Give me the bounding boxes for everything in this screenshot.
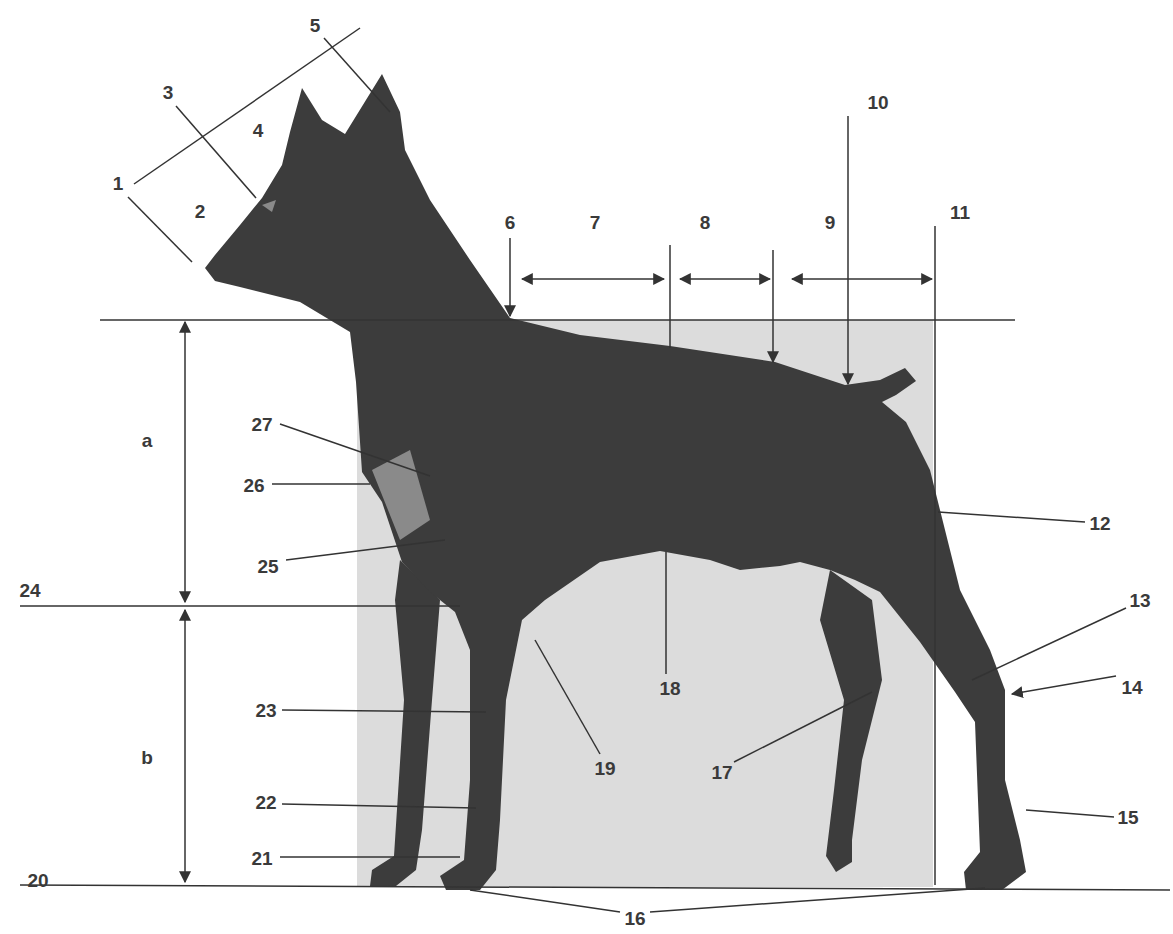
leader-line [650, 888, 985, 912]
far-foreleg [370, 560, 440, 886]
dimension-arrow [522, 278, 664, 280]
callout-number: 11 [950, 203, 970, 222]
leader-line [665, 552, 667, 674]
rear-line [934, 226, 936, 885]
leader-line [470, 890, 620, 912]
callout-number: 21 [251, 849, 272, 868]
dog-highlights [262, 200, 430, 540]
callout-number: 2 [195, 202, 206, 221]
leader-line [1026, 810, 1114, 817]
callout-number: 4 [253, 121, 264, 140]
callout-number: 23 [255, 701, 276, 720]
ground-line [20, 885, 1170, 890]
callout-number: 10 [867, 93, 888, 112]
head-measure-line [134, 28, 360, 184]
top-line [100, 319, 1015, 321]
leader-line [324, 38, 390, 112]
callout-number: 24 [19, 581, 40, 600]
callout-number: 17 [711, 763, 732, 782]
leader-line [280, 856, 460, 858]
leader-line [972, 608, 1126, 680]
callout-number: 12 [1089, 514, 1110, 533]
leader-line [734, 692, 872, 762]
callout-number: 3 [163, 83, 174, 102]
leader-line [1012, 676, 1116, 694]
callout-number: 26 [243, 476, 264, 495]
dimension-arrow [680, 278, 770, 280]
callout-number: 6 [505, 213, 516, 232]
callout-number: b [141, 748, 153, 767]
leader-line [282, 710, 486, 712]
leader-line [128, 197, 192, 262]
callout-number: 7 [590, 213, 601, 232]
callout-number: 25 [257, 557, 278, 576]
callout-number: 1 [113, 174, 124, 193]
callout-number: 16 [624, 909, 645, 928]
dimension-arrow [184, 322, 186, 602]
callout-number: 20 [27, 871, 48, 890]
guide-lines [20, 28, 1170, 912]
leader-line [847, 116, 849, 384]
dimension-arrow [792, 278, 932, 280]
callout-number: 8 [700, 213, 711, 232]
callout-number: 27 [251, 415, 272, 434]
leader-line [509, 238, 511, 316]
dog-body [205, 74, 1026, 890]
leader-line [280, 424, 430, 476]
leader-line [938, 512, 1085, 522]
tick-line [772, 250, 774, 362]
callout-number: 22 [255, 793, 276, 812]
leader-line [282, 804, 476, 808]
far-hindleg [820, 570, 882, 872]
callout-number: 9 [825, 213, 836, 232]
leader-line [272, 483, 370, 485]
elbow-line [20, 605, 460, 607]
callout-number: 13 [1129, 591, 1150, 610]
chest-marking [372, 450, 430, 540]
callout-number: 19 [594, 759, 615, 778]
eye [262, 200, 276, 212]
leader-line [176, 106, 256, 198]
dimension-arrow [184, 610, 186, 882]
callout-number: 14 [1121, 678, 1142, 697]
leader-line [286, 540, 445, 560]
callout-number: 5 [310, 16, 321, 35]
dog-silhouette [205, 74, 1026, 890]
callout-number: 15 [1117, 808, 1138, 827]
callout-number: a [142, 431, 153, 450]
leader-line [535, 640, 600, 754]
tick-line [669, 245, 671, 348]
callout-number: 18 [659, 679, 680, 698]
